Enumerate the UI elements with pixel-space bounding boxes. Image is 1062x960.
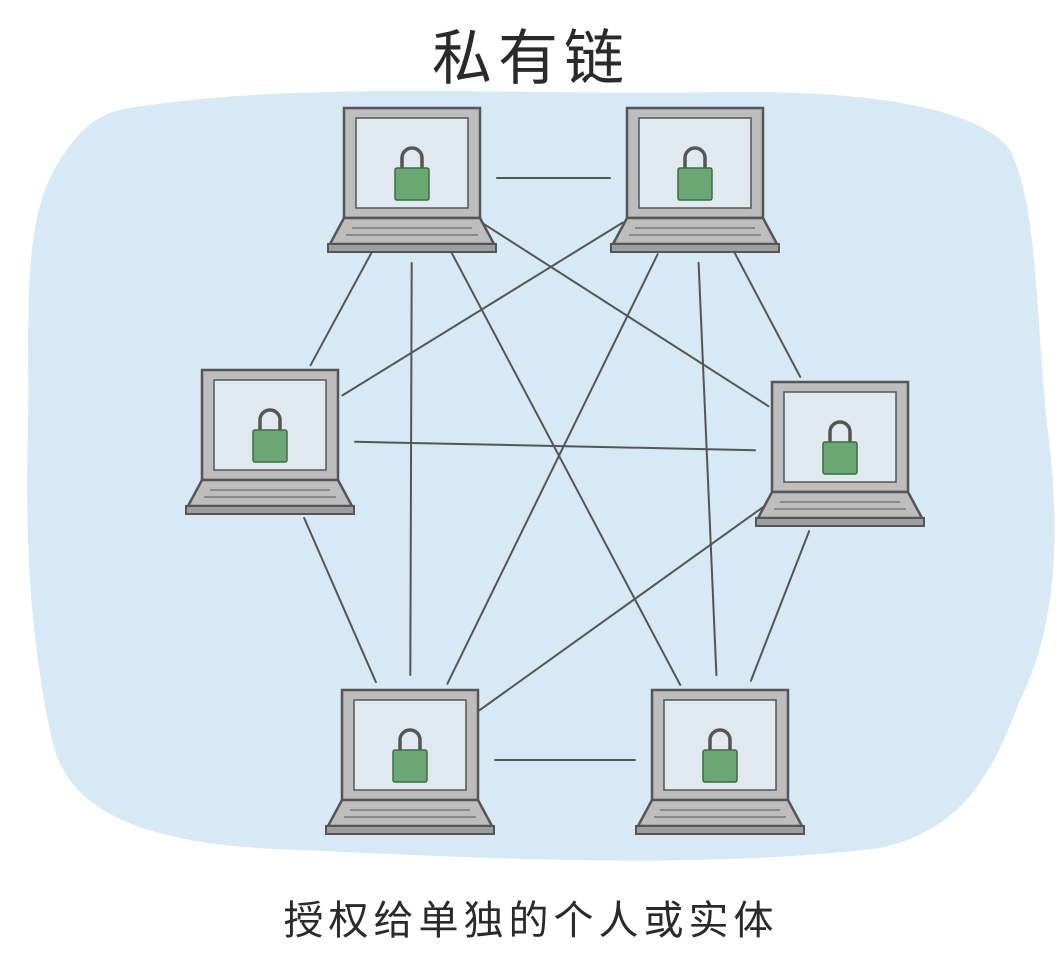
- laptop-node-bottom-right: [635, 688, 805, 835]
- connection-lines: [303, 177, 811, 761]
- laptop-base: [635, 825, 805, 835]
- laptop-keyboard: [327, 216, 497, 246]
- laptop-keyboard: [325, 798, 495, 828]
- padlock-icon: [394, 146, 430, 201]
- laptop-keyboard: [755, 490, 925, 520]
- padlock-shackle: [708, 728, 732, 752]
- connection-line: [354, 440, 756, 452]
- laptop-base: [755, 517, 925, 527]
- diagram-caption: 授权给单独的个人或实体: [283, 898, 779, 944]
- padlock-body: [392, 749, 428, 783]
- connection-line: [446, 253, 659, 685]
- diagram-title: 私有链: [432, 24, 630, 94]
- laptop-base: [610, 243, 780, 253]
- connection-line: [749, 530, 811, 682]
- laptop-base: [185, 505, 355, 515]
- padlock-body: [394, 167, 430, 201]
- connection-line: [697, 261, 718, 677]
- padlock-shackle: [400, 146, 424, 170]
- padlock-shackle: [683, 146, 707, 170]
- laptop-node-top-left: [327, 106, 497, 253]
- connection-line: [409, 262, 413, 676]
- connection-line: [303, 516, 377, 684]
- connection-line: [341, 221, 624, 397]
- laptop-base: [325, 825, 495, 835]
- laptop-node-right: [755, 380, 925, 527]
- laptop-node-top-right: [610, 106, 780, 253]
- connection-line: [482, 222, 770, 408]
- padlock-body: [252, 429, 288, 463]
- padlock-icon: [702, 728, 738, 783]
- laptop-node-bottom-left: [325, 688, 495, 835]
- padlock-shackle: [258, 408, 282, 432]
- padlock-icon: [822, 420, 858, 475]
- padlock-icon: [252, 408, 288, 463]
- padlock-body: [677, 167, 713, 201]
- connection-line: [478, 500, 772, 712]
- laptop-node-left: [185, 368, 355, 515]
- laptop-keyboard: [635, 798, 805, 828]
- padlock-shackle: [828, 420, 852, 444]
- connection-line: [309, 251, 373, 367]
- node-group: [185, 106, 925, 835]
- laptop-keyboard: [610, 216, 780, 246]
- padlock-shackle: [398, 728, 422, 752]
- padlock-body: [822, 441, 858, 475]
- laptop-keyboard: [185, 478, 355, 508]
- padlock-icon: [392, 728, 428, 783]
- background-wash: [27, 91, 1055, 861]
- connection-line: [733, 252, 802, 378]
- connection-line: [450, 252, 682, 686]
- laptop-base: [327, 243, 497, 253]
- padlock-body: [702, 749, 738, 783]
- padlock-icon: [677, 146, 713, 201]
